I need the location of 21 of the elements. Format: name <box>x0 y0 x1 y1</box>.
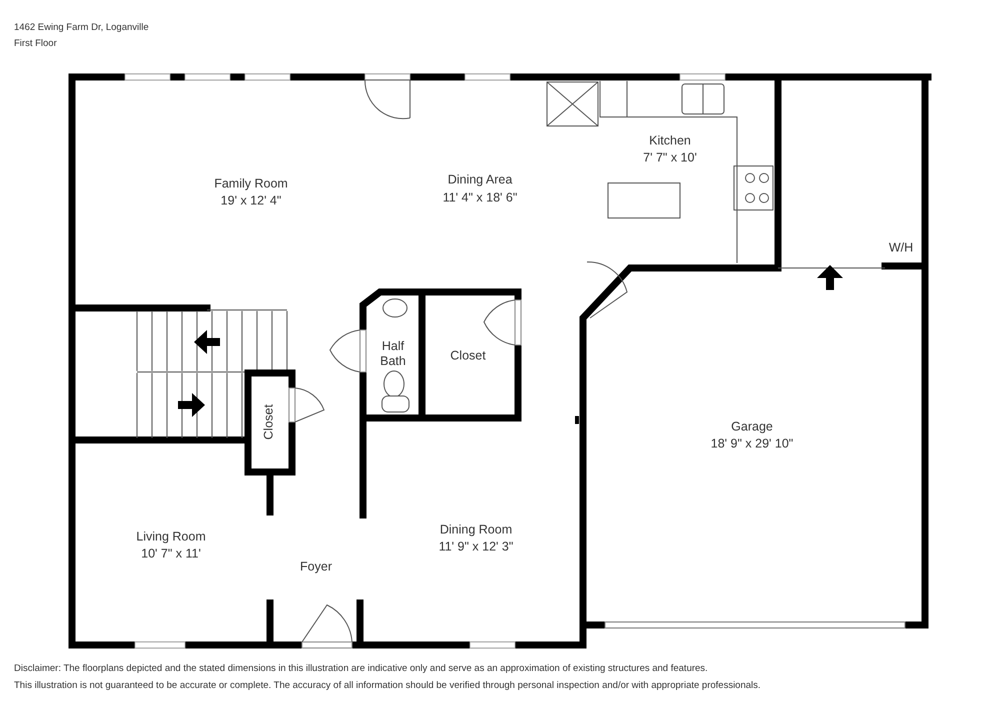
room-dimensions: 11' 4" x 18' 6" <box>442 190 518 206</box>
floor-name: First Floor <box>14 38 57 50</box>
room-name: Dining Room <box>440 522 512 538</box>
room-name: Dining Area <box>448 172 512 188</box>
room-dimensions: 10' 7" x 11' <box>141 546 201 562</box>
address-title: 1462 Ewing Farm Dr, Loganville <box>14 22 149 34</box>
room-name: Closet <box>450 348 486 364</box>
room-name: Foyer <box>300 560 332 574</box>
room-name: Half Bath <box>379 339 407 369</box>
room-dimensions: 7' 7" x 10' <box>643 150 697 166</box>
room-dimensions: 19' x 12' 4" <box>220 194 282 208</box>
fixture-label: W/H <box>888 240 914 256</box>
room-dimensions: 11' 9" x 12' 3" <box>438 540 514 554</box>
room-name: Family Room <box>214 176 288 192</box>
room-name: Living Room <box>136 530 206 544</box>
room-name: Closet <box>262 404 276 440</box>
room-dimensions: 18' 9" x 29' 10" <box>710 436 794 452</box>
room-name: Garage <box>731 420 773 434</box>
disclaimer-text: Disclaimer: The floorplans depicted and the stated dimensions in this illustration are indicative only and serve as an approximation of existing structures and features. <box>14 663 708 674</box>
disclaimer-text: This illustration is not guaranteed to be accurate or complete. The accuracy of all information should be verified through personal inspection and/or with appropriate professionals. <box>14 680 761 692</box>
room-name: Kitchen <box>649 134 691 148</box>
